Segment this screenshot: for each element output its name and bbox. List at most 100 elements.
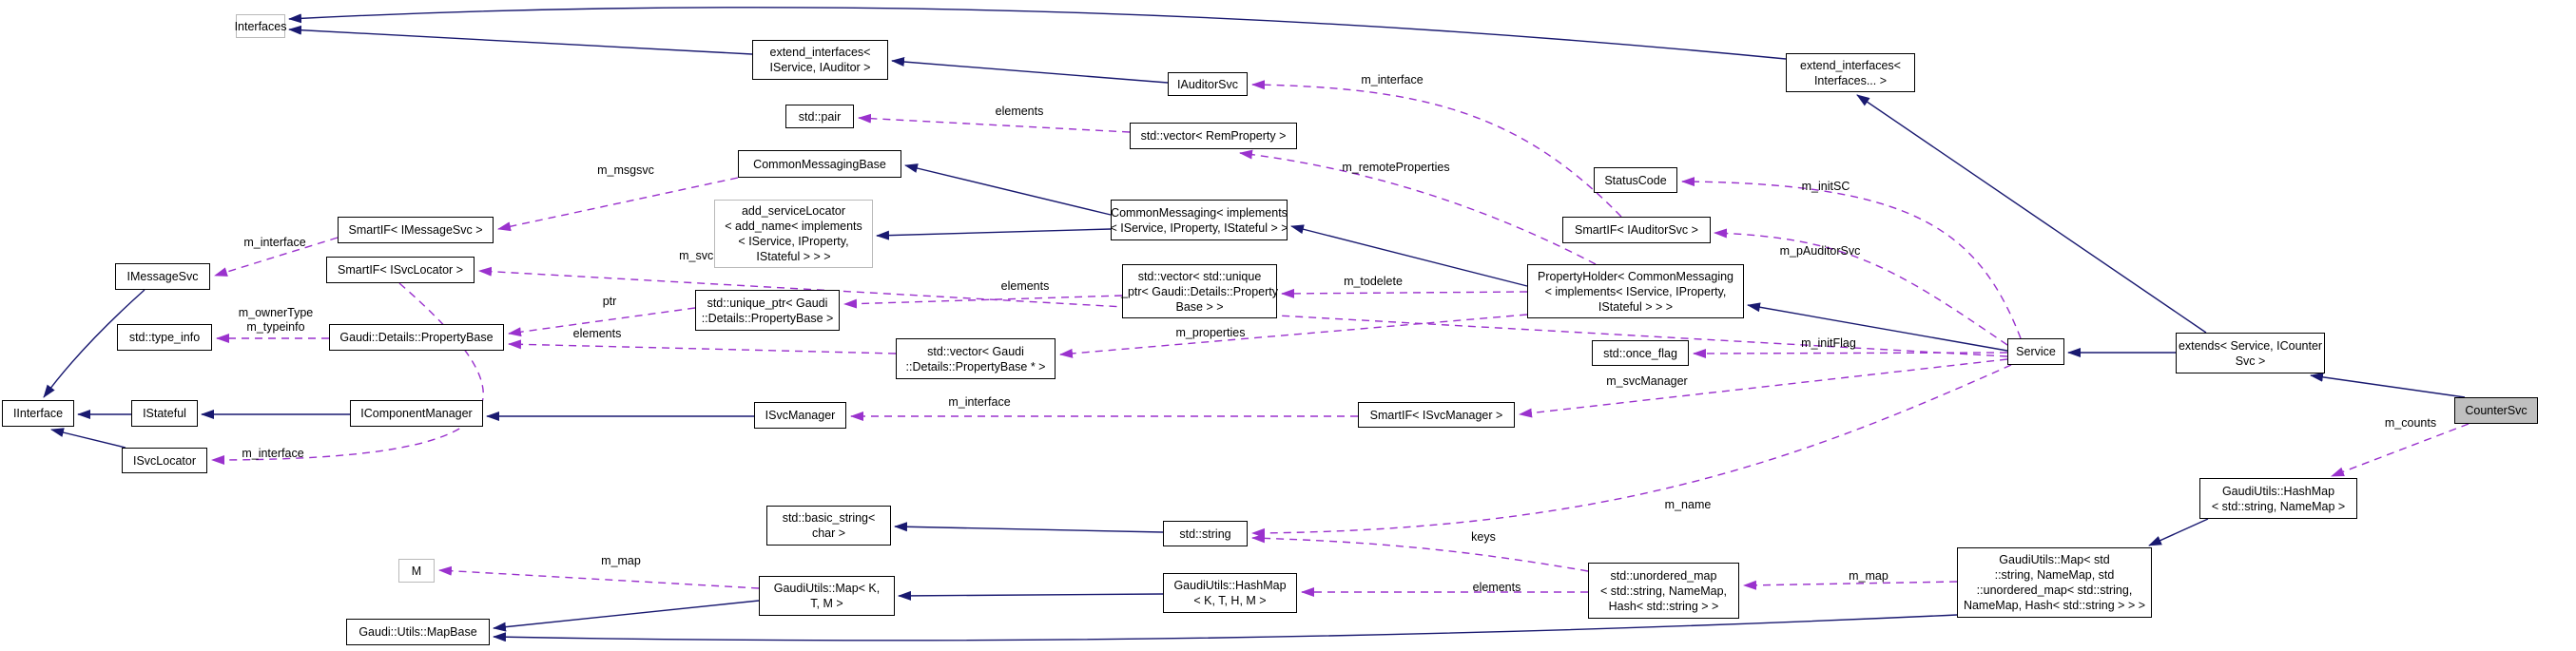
edge-label-m_initSC: m_initSC bbox=[1801, 180, 1850, 193]
node-sif_imsg[interactable]: SmartIF< IMessageSvc > bbox=[338, 217, 494, 243]
node-label: SmartIF< ISvcManager > bbox=[1369, 408, 1503, 422]
edge-label-keys: keys bbox=[1471, 530, 1496, 544]
inherit-edge-extends-to-ext_i bbox=[1856, 94, 2207, 334]
node-sif_isl[interactable]: SmartIF< ISvcLocator > bbox=[326, 257, 475, 283]
node-label: GaudiUtils::Map< std ::string, NameMap, … bbox=[1963, 553, 2146, 612]
edge-label-m_remoteProperties: m_remoteProperties bbox=[1342, 161, 1450, 174]
edge-label-m_pAuditorSvc: m_pAuditorSvc bbox=[1779, 244, 1861, 258]
use-edge-sif_imsg-to-imsgsvc bbox=[214, 237, 339, 277]
node-label: std::string bbox=[1179, 527, 1231, 541]
use-edge-service-to-sif_iaud bbox=[1714, 228, 2008, 346]
node-label: Interfaces bbox=[234, 19, 287, 33]
node-extends[interactable]: extends< Service, ICounter Svc > bbox=[2176, 333, 2325, 373]
node-cmb[interactable]: CommonMessagingBase bbox=[738, 150, 901, 178]
node-icompmgr[interactable]: IComponentManager bbox=[350, 400, 483, 427]
edge-label-m_properties: m_properties bbox=[1175, 326, 1246, 339]
edge-label-m_msgsvc: m_msgsvc bbox=[597, 163, 654, 177]
use-edge-vec_pb-to-propbase bbox=[508, 339, 897, 354]
edge-label-m_todelete: m_todelete bbox=[1344, 275, 1403, 288]
node-label: GaudiUtils::Map< K, T, M > bbox=[773, 582, 881, 610]
node-label: ISvcManager bbox=[765, 409, 836, 422]
edge-label-m_counts: m_counts bbox=[2384, 416, 2437, 430]
node-map_ktm[interactable]: GaudiUtils::Map< K, T, M > bbox=[759, 576, 895, 616]
inherit-edge-map_ktm-to-mapbase bbox=[493, 600, 760, 632]
edge-label-m_ownerType: m_ownerType m_typeinfo bbox=[238, 306, 314, 334]
node-label: CounterSvc bbox=[2465, 404, 2528, 417]
node-label: PropertyHolder< CommonMessaging < implem… bbox=[1538, 269, 1733, 314]
node-imsgsvc[interactable]: IMessageSvc bbox=[115, 263, 210, 290]
node-label: IAuditorSvc bbox=[1177, 77, 1238, 91]
node-label: IComponentManager bbox=[360, 407, 473, 420]
node-basicstring[interactable]: std::basic_string< char > bbox=[766, 506, 891, 546]
use-edge-sif_iaud-to-iauditorsvc bbox=[1251, 80, 1622, 218]
node-iinterface[interactable]: IInterface bbox=[2, 400, 74, 427]
node-label: IMessageSvc bbox=[126, 270, 199, 283]
node-ext_ia[interactable]: extend_interfaces< IService, IAuditor > bbox=[752, 40, 888, 80]
node-statuscode[interactable]: StatusCode bbox=[1594, 167, 1677, 193]
use-edge-service-to-sif_ism bbox=[1519, 358, 2008, 418]
node-pair[interactable]: std::pair bbox=[785, 105, 854, 128]
node-isvcmgr[interactable]: ISvcManager bbox=[754, 402, 846, 429]
edge-label-m_initFlag: m_initFlag bbox=[1801, 336, 1856, 350]
node-map_str[interactable]: GaudiUtils::Map< std ::string, NameMap, … bbox=[1957, 547, 2152, 618]
edge-label-elements: elements bbox=[995, 105, 1044, 118]
node-label: GaudiUtils::HashMap < std::string, NameM… bbox=[2211, 484, 2346, 513]
use-edge-vec_uptr-to-uptr bbox=[843, 295, 1123, 309]
node-label: Service bbox=[2016, 345, 2056, 358]
node-label: std::unique_ptr< Gaudi ::Details::Proper… bbox=[701, 296, 834, 325]
node-iauditorsvc[interactable]: IAuditorSvc bbox=[1168, 72, 1248, 96]
node-service[interactable]: Service bbox=[2007, 338, 2064, 365]
node-string[interactable]: std::string bbox=[1163, 521, 1248, 546]
node-propbase[interactable]: Gaudi::Details::PropertyBase bbox=[329, 324, 504, 351]
use-edge-service-to-statuscode bbox=[1681, 177, 2022, 339]
inherit-edge-iauditorsvc-to-ext_ia bbox=[891, 57, 1169, 84]
node-label: add_serviceLocator < add_name< implement… bbox=[725, 204, 862, 263]
node-sif_ism[interactable]: SmartIF< ISvcManager > bbox=[1358, 402, 1515, 428]
node-ph[interactable]: PropertyHolder< CommonMessaging < implem… bbox=[1527, 264, 1744, 318]
node-m: M bbox=[398, 559, 435, 583]
edge-label-elements: elements bbox=[1000, 279, 1050, 293]
use-edge-countersvc-to-hm_str bbox=[2331, 423, 2469, 477]
node-label: StatusCode bbox=[1604, 173, 1667, 187]
node-typeinfo[interactable]: std::type_info bbox=[117, 324, 212, 351]
node-vec_uptr[interactable]: std::vector< std::unique _ptr< Gaudi::De… bbox=[1121, 264, 1279, 318]
node-sif_iaud[interactable]: SmartIF< IAuditorSvc > bbox=[1562, 217, 1711, 243]
node-addsvc: add_serviceLocator < add_name< implement… bbox=[714, 200, 873, 268]
node-label: std::pair bbox=[798, 109, 842, 124]
node-label: std::vector< RemProperty > bbox=[1140, 129, 1287, 143]
node-unordmap[interactable]: std::unordered_map < std::string, NameMa… bbox=[1588, 563, 1739, 619]
use-edge-service-to-string bbox=[1251, 364, 2012, 538]
use-edge-cmb-to-sif_imsg bbox=[497, 177, 739, 232]
node-isvclocator[interactable]: ISvcLocator bbox=[122, 448, 207, 473]
use-edge-ph-to-vec_uptr bbox=[1281, 288, 1528, 298]
node-cm[interactable]: CommonMessaging< implements < IService, … bbox=[1111, 200, 1288, 240]
node-hm_str[interactable]: GaudiUtils::HashMap < std::string, NameM… bbox=[2199, 478, 2357, 519]
node-uptr[interactable]: std::unique_ptr< Gaudi ::Details::Proper… bbox=[695, 290, 840, 331]
node-label: CommonMessagingBase bbox=[753, 157, 886, 171]
node-label: std::unordered_map < std::string, NameMa… bbox=[1599, 568, 1728, 613]
use-edge-ph-to-vec_rp bbox=[1239, 149, 1597, 265]
node-istateful[interactable]: IStateful bbox=[131, 400, 198, 427]
node-hm_kthm[interactable]: GaudiUtils::HashMap < K, T, H, M > bbox=[1163, 573, 1297, 613]
node-ext_i[interactable]: extend_interfaces< Interfaces... > bbox=[1786, 53, 1915, 92]
node-label: std::basic_string< char > bbox=[782, 511, 876, 540]
node-onceflag[interactable]: std::once_flag bbox=[1592, 340, 1689, 366]
node-label: std::vector< Gaudi ::Details::PropertyBa… bbox=[905, 344, 1046, 373]
node-label: M bbox=[411, 564, 422, 578]
inherit-edge-hm_str-to-map_str bbox=[2148, 518, 2209, 546]
inherit-edge-string-to-basicstring bbox=[894, 522, 1164, 533]
edge-label-m_svcManager: m_svcManager bbox=[1606, 374, 1688, 388]
inherit-edge-cm-to-addsvc bbox=[876, 228, 1112, 240]
use-edge-unordmap-to-string bbox=[1251, 533, 1589, 572]
edge-label-elements: elements bbox=[1472, 581, 1521, 594]
node-vec_pb[interactable]: std::vector< Gaudi ::Details::PropertyBa… bbox=[896, 338, 1056, 379]
node-mapbase[interactable]: Gaudi::Utils::MapBase bbox=[346, 619, 490, 645]
inherit-edge-imsgsvc-to-iinterface bbox=[43, 289, 145, 398]
node-label: std::type_info bbox=[128, 331, 201, 344]
node-interfaces: Interfaces bbox=[234, 14, 287, 38]
node-vec_rp[interactable]: std::vector< RemProperty > bbox=[1130, 123, 1297, 149]
inherit-edge-cm-to-cmb bbox=[904, 163, 1112, 216]
node-label: std::vector< std::unique _ptr< Gaudi::De… bbox=[1121, 269, 1279, 314]
